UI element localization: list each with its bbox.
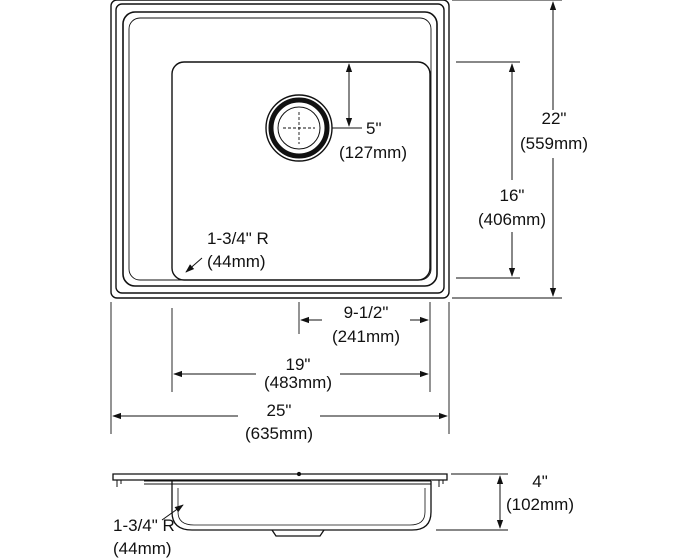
sink-side-rim-lip (116, 480, 444, 487)
corner-radius-imperial: 1-3/4" R (207, 229, 269, 248)
overall-width-metric: (635mm) (245, 424, 313, 443)
drain-opening (277, 106, 321, 150)
top-view (110, 0, 562, 299)
drain-centerline-metric: (241mm) (332, 327, 400, 346)
sink-side-bowl (171, 481, 432, 531)
drain-offset-imperial: 5" (366, 119, 382, 138)
height-metric: (102mm) (506, 495, 574, 514)
drain-offset-metric: (127mm) (339, 143, 407, 162)
sink-deck-edge (122, 11, 438, 287)
sink-rim-inner-edge (115, 3, 445, 294)
overall-width-imperial: 25" (267, 401, 292, 420)
sink-bowl (171, 61, 431, 281)
side-corner-radius-metric: (44mm) (113, 539, 172, 558)
side-corner-radius-leader (161, 504, 184, 521)
sink-side-rim (112, 473, 448, 481)
drain-center-point (296, 471, 302, 477)
bowl-depth-imperial: 16" (500, 186, 525, 205)
overall-depth-imperial: 22" (542, 109, 567, 128)
side-corner-radius-imperial: 1-3/4" R (113, 516, 175, 535)
bowl-width-metric: (483mm) (264, 373, 332, 392)
sink-side-bowl-inner (177, 488, 426, 526)
side-view (112, 471, 508, 537)
corner-radius-metric: (44mm) (207, 252, 266, 271)
sink-outer-rim (110, 0, 450, 299)
drain (265, 94, 333, 162)
drain-centerline-imperial: 9-1/2" (344, 303, 389, 322)
labels: 5" (127mm) 22" (559mm) 16" (406mm) 1-3/4… (113, 109, 588, 558)
bowl-depth-metric: (406mm) (478, 210, 546, 229)
overall-depth-metric: (559mm) (520, 134, 588, 153)
corner-radius-leader (185, 257, 203, 273)
drain-flange (268, 97, 330, 159)
height-imperial: 4" (532, 472, 548, 491)
width-dimensions (110, 302, 450, 434)
sink-side-drain-body (271, 529, 325, 537)
bowl-width-imperial: 19" (286, 355, 311, 374)
